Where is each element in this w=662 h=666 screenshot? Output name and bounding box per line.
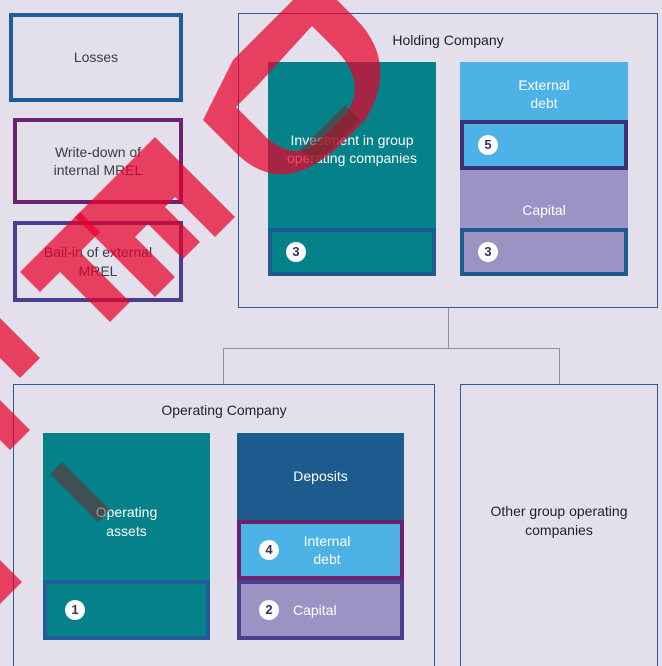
hc-capital-bail-in-slot: 3 xyxy=(460,228,628,276)
other-companies-box: Other group operating companies xyxy=(460,384,658,666)
legend-losses-label: Losses xyxy=(73,49,119,66)
legend-losses: Losses xyxy=(9,13,183,102)
legend-write-down: Write-down of internal MREL xyxy=(13,118,183,204)
external-debt-label: External debt xyxy=(518,77,570,112)
external-debt-marker: 5 xyxy=(478,135,498,155)
operating-assets-label: Operating assets xyxy=(95,504,158,539)
connector-left-drop xyxy=(223,348,224,384)
investment-marker: 3 xyxy=(286,242,306,262)
internal-debt-label: Internal debt xyxy=(303,532,351,567)
connector-right-drop xyxy=(559,348,560,384)
investment-label: Investment in group operating companies xyxy=(287,131,417,166)
hc-capital-label: Capital xyxy=(522,202,566,218)
oc-capital-marker: 2 xyxy=(259,600,279,620)
connector-horizontal xyxy=(223,348,559,349)
oc-capital-label: Capital xyxy=(293,601,337,618)
deposits-block: Deposits xyxy=(237,433,404,520)
legend-bail-in-label: Bail-in of external MREL xyxy=(43,244,153,279)
operating-assets-loss-slot: 1 xyxy=(43,580,210,640)
holding-company-title: Holding Company xyxy=(392,32,504,48)
deposits-label: Deposits xyxy=(293,468,348,485)
hc-capital-marker: 3 xyxy=(478,242,498,262)
internal-debt-marker: 4 xyxy=(259,540,279,560)
operating-company-title: Operating Company xyxy=(161,402,287,418)
other-companies-label: Other group operating companies xyxy=(490,503,628,538)
connector-vertical-top xyxy=(448,308,449,348)
operating-assets-marker: 1 xyxy=(65,600,85,620)
legend-bail-in: Bail-in of external MREL xyxy=(13,221,183,302)
oc-capital-block: 2 Capital xyxy=(237,580,404,640)
investment-bail-in-slot: 3 xyxy=(268,228,436,276)
internal-debt-block: 4 Internal debt xyxy=(237,520,404,580)
external-debt-write-slot: 5 xyxy=(460,120,628,170)
legend-write-down-label: Write-down of internal MREL xyxy=(53,143,143,178)
